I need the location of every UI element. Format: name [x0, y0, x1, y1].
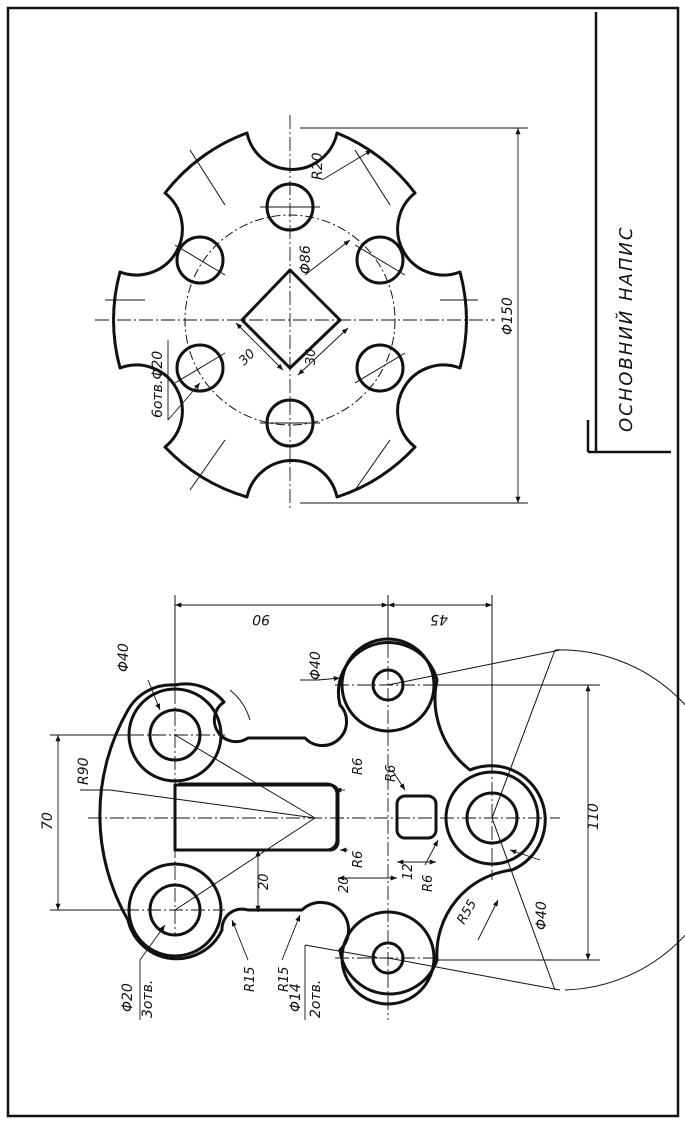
outer-diameter-label: Φ150	[500, 297, 516, 335]
plate-outline	[98, 640, 547, 996]
dim-20-a-label: 20	[257, 873, 272, 890]
sheet-frame	[6, 6, 680, 1118]
notch-radius-label: R20	[310, 152, 326, 180]
boss-d40-b-label: Φ40	[308, 651, 324, 680]
boss-d40-a-label: Φ40	[116, 643, 132, 672]
r90-label: R90	[76, 757, 92, 785]
r6-b-label: R6	[384, 765, 399, 782]
r15-a-label: R15	[243, 966, 258, 992]
square-hole	[240, 268, 342, 370]
flange-outline	[112, 131, 468, 499]
top-view: 30 30 Φ86 R20 6отв.Φ20 Φ150	[95, 115, 528, 510]
boss-d14-note: 2отв.	[308, 980, 324, 1018]
holes-note: 6отв.Φ20	[150, 351, 166, 418]
pitch-diameter-label: Φ86	[298, 245, 314, 274]
dim-45-label: 45	[430, 611, 448, 627]
r6-d-label: R6	[421, 875, 436, 892]
dim-110-label: 110	[586, 803, 602, 830]
boss-d40-c-label: Φ40	[534, 901, 550, 930]
bolt-holes	[174, 182, 406, 448]
r55-label: R55	[454, 897, 480, 927]
r6-a-label: R6	[351, 758, 366, 775]
bosses	[127, 637, 540, 1006]
pitch-circle	[184, 214, 396, 426]
dim-12-label: 12	[401, 863, 416, 880]
title-block-text: ОСНОВНИЙ НАПИС	[615, 226, 637, 432]
title-block: ОСНОВНИЙ НАПИС	[586, 12, 671, 454]
boss-d14-label: Φ14	[288, 983, 304, 1012]
dim-70-label: 70	[40, 812, 56, 830]
r15-b-label: R15	[277, 966, 292, 992]
dim-90-label: 90	[252, 611, 270, 627]
square-dim-a: 30	[236, 347, 258, 369]
boss-d20-label: Φ20	[120, 983, 136, 1012]
boss-d20-note: 3отв.	[140, 980, 156, 1018]
square-dim-b: 30	[304, 348, 319, 365]
r6-c-label: R6	[351, 851, 366, 868]
dim-20-b-label: 20	[337, 876, 352, 893]
bottom-view: 90 45 70 110 R90 Φ40 Φ40 Φ40 Φ20 3отв. Φ…	[40, 595, 685, 1020]
